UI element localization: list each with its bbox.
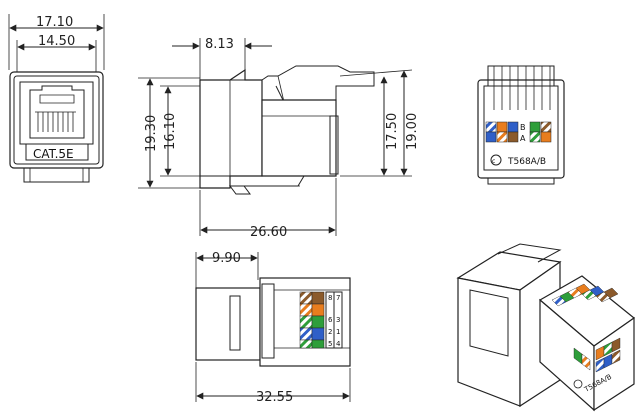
rear-wire-letter-b: B — [520, 123, 526, 132]
ul-mark-icon — [573, 379, 583, 389]
dim-side-height-inner: 16.10 — [163, 113, 178, 150]
dim-right-height-inner: 17.50 — [385, 113, 400, 150]
pin-number-5: 5 — [328, 340, 332, 348]
dim-side-length: 26.60 — [250, 225, 287, 240]
pin-number-2: 2 — [328, 328, 332, 336]
rear-wire-color-block — [485, 121, 552, 143]
side-view: 8.13 19.30 16.10 26.60 17.50 — [138, 37, 420, 240]
rear-wiring-standard-label: T568A/B — [507, 157, 546, 167]
bottom-view: 9.90 8 7 6 3 2 1 5 4 — [195, 251, 351, 405]
bottom-wire-color-block — [299, 291, 325, 349]
dim-front-width-inner: 14.50 — [38, 34, 75, 49]
pin-number-1: 1 — [336, 328, 340, 336]
ul-mark-icon: c — [490, 154, 502, 166]
rear-view: B A c T568A/B — [477, 65, 565, 185]
pin-number-7: 7 — [336, 294, 340, 302]
iso-side-wire-colors — [573, 337, 621, 373]
pin-number-6: 6 — [328, 316, 333, 324]
dim-bottom-offset: 9.90 — [212, 251, 241, 266]
isometric-view: T568A/B — [456, 243, 635, 412]
dim-front-width-outer: 17.10 — [36, 15, 73, 30]
dim-side-height-outer: 19.30 — [144, 115, 159, 152]
pin-number-8: 8 — [328, 294, 332, 302]
front-jack-contacts — [35, 111, 76, 132]
iso-top-wire-colors — [551, 283, 619, 307]
front-category-label: CAT.5E — [33, 147, 74, 161]
dim-bottom-length: 32.55 — [256, 390, 293, 405]
svg-text:c: c — [492, 158, 495, 165]
front-view: 17.10 14.50 CAT.5E — [8, 14, 105, 183]
rear-wire-letter-a: A — [520, 134, 526, 143]
pin-number-4: 4 — [336, 340, 341, 348]
dim-right-height-outer: 19.00 — [405, 113, 420, 150]
pin-number-3: 3 — [336, 316, 340, 324]
dim-side-top-offset: 8.13 — [205, 37, 234, 52]
